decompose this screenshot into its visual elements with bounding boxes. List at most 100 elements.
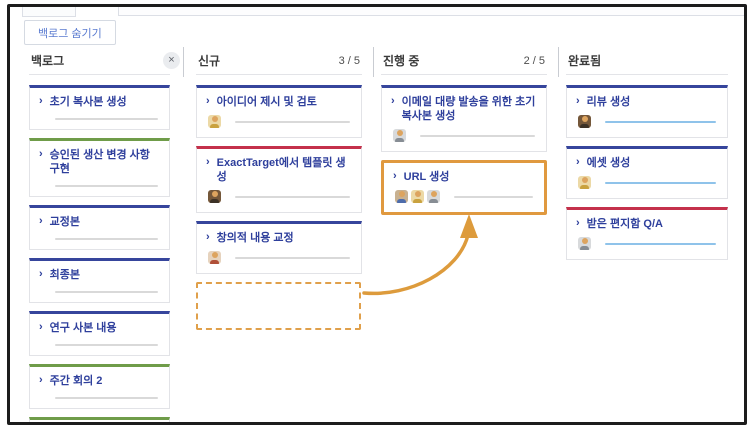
chevron-right-icon: › xyxy=(39,374,43,386)
card-footer xyxy=(393,129,537,142)
card-footer xyxy=(395,190,535,203)
card-footer xyxy=(578,115,718,128)
chevron-right-icon: › xyxy=(206,156,210,168)
column-divider xyxy=(558,47,559,77)
column-title: 완료됨 xyxy=(568,54,602,68)
progress-line xyxy=(235,256,350,259)
chevron-right-icon: › xyxy=(576,156,580,168)
card-footer xyxy=(208,251,352,264)
column-done: 완료됨 › 리뷰 생성 › 에셋 생성 › 받은 편지함 Q/A xyxy=(566,47,728,268)
person-gray-avatar xyxy=(578,237,591,250)
chevron-right-icon: › xyxy=(39,95,43,107)
column-new-card-list: › 아이디어 제시 및 검토 › ExactTarget에서 템플릿 생성 › 창의적 내… xyxy=(196,85,362,330)
card-title: 에셋 생성 xyxy=(586,157,631,169)
column-new-header: 신규 3 / 5 xyxy=(196,47,362,75)
progress-line xyxy=(55,397,158,399)
card-title: URL 생성 xyxy=(403,171,450,183)
progress-line xyxy=(235,120,350,123)
card[interactable]: › 아이디어 제시 및 검토 xyxy=(196,85,362,138)
card[interactable]: › 주간 회의 2 xyxy=(29,364,170,409)
cutoff-tab xyxy=(22,7,76,17)
hide-backlog-button[interactable]: 백로그 숨기기 xyxy=(24,20,116,45)
person-red-avatar xyxy=(208,251,221,264)
card-title: 최종본 xyxy=(49,269,81,281)
card-title: 받은 편지함 Q/A xyxy=(586,218,663,230)
progress-line xyxy=(605,181,716,184)
progress-line xyxy=(55,238,158,240)
chevron-right-icon: › xyxy=(39,321,43,333)
card[interactable]: › 에셋 생성 xyxy=(566,146,728,199)
column-done-header: 완료됨 xyxy=(566,47,728,75)
chevron-right-icon: › xyxy=(206,95,210,107)
card[interactable]: › 받은 편지함 Q/A xyxy=(566,207,728,260)
progress-line xyxy=(55,291,158,293)
backlog-header: 백로그 × xyxy=(29,47,180,75)
card-footer xyxy=(578,237,718,250)
card-title: 교정본 xyxy=(49,216,81,228)
card[interactable]: › 교정본 xyxy=(29,205,170,250)
chevron-right-icon: › xyxy=(576,95,580,107)
card[interactable]: › 초기 복사본 생성 xyxy=(29,85,170,130)
progress-line xyxy=(55,118,158,120)
column-count: 3 / 5 xyxy=(338,54,360,67)
progress-line xyxy=(605,242,716,245)
card[interactable]: › 리뷰 생성 xyxy=(566,85,728,138)
column-title: 신규 xyxy=(198,54,221,68)
person-dark-avatar xyxy=(578,115,591,128)
card[interactable]: ›주간 회의 1›주간 회의 1 xyxy=(29,417,170,422)
person-gold-avatar xyxy=(411,190,424,203)
card-title: 연구 사본 내용 xyxy=(49,322,117,334)
column-title: 진행 중 xyxy=(383,54,420,68)
chevron-right-icon: › xyxy=(393,170,397,182)
card[interactable]: › ExactTarget에서 템플릿 생성 xyxy=(196,146,362,213)
column-in-progress-header: 진행 중 2 / 5 xyxy=(381,47,547,75)
backlog-card-list: › 초기 복사본 생성 › 승인된 생산 변경 사항 구현 › 교정본 › 최종본 › 연구 사본… xyxy=(29,85,170,422)
card[interactable]: › 최종본 xyxy=(29,258,170,303)
progress-line xyxy=(420,134,535,137)
progress-line xyxy=(454,195,533,198)
chevron-right-icon: › xyxy=(39,268,43,280)
card[interactable]: › 승인된 생산 변경 사항 구현 xyxy=(29,138,170,197)
card-title: 창의적 내용 교정 xyxy=(216,232,294,244)
card-title: ExactTarget에서 템플릿 생성 xyxy=(216,157,346,183)
card-highlighted[interactable]: › URL 생성 xyxy=(381,160,547,215)
column-done-card-list: › 리뷰 생성 › 에셋 생성 › 받은 편지함 Q/A xyxy=(566,85,728,260)
backlog-title: 백로그 xyxy=(31,54,65,68)
chevron-right-icon: › xyxy=(39,215,43,227)
column-in-progress-card-list: › 이메일 대량 발송을 위한 초기 복사본 생성 › URL 생성 xyxy=(381,85,547,215)
card[interactable]: › 이메일 대량 발송을 위한 초기 복사본 생성 xyxy=(381,85,547,152)
cutoff-panel-edge xyxy=(118,7,744,16)
card-title: 이메일 대량 발송을 위한 초기 복사본 생성 xyxy=(401,96,536,122)
card-title: 리뷰 생성 xyxy=(586,96,631,108)
person-blue-avatar xyxy=(395,190,408,203)
card-title: 승인된 생산 변경 사항 구현 xyxy=(49,149,150,175)
chevron-right-icon: › xyxy=(39,148,43,160)
progress-line xyxy=(605,120,716,123)
card-dropzone[interactable] xyxy=(196,282,361,330)
card-title: 주간 회의 2 xyxy=(49,375,103,387)
column-divider xyxy=(183,47,184,77)
card-footer xyxy=(208,190,352,203)
progress-line xyxy=(55,344,158,346)
person-gray-avatar xyxy=(393,129,406,142)
card-title: 아이디어 제시 및 검토 xyxy=(216,96,317,108)
card-footer xyxy=(578,176,718,189)
app-window: 백로그 숨기기 백로그 × › 초기 복사본 생성 › 승인된 생산 변경 사항 구현… xyxy=(7,4,747,425)
chevron-right-icon: › xyxy=(206,231,210,243)
person-gold-avatar xyxy=(578,176,591,189)
person-gray-avatar xyxy=(427,190,440,203)
card[interactable]: › 창의적 내용 교정 xyxy=(196,221,362,274)
person-dark-avatar xyxy=(208,190,221,203)
backlog-panel: 백로그 × › 초기 복사본 생성 › 승인된 생산 변경 사항 구현 › 교정본 › 최종본… xyxy=(29,47,180,422)
person-gold-avatar xyxy=(208,115,221,128)
chevron-right-icon: › xyxy=(576,217,580,229)
chevron-right-icon: › xyxy=(391,95,395,107)
card-footer xyxy=(208,115,352,128)
column-count: 2 / 5 xyxy=(523,54,545,67)
card-title: 초기 복사본 생성 xyxy=(49,96,127,108)
close-icon[interactable]: × xyxy=(163,52,180,69)
card[interactable]: › 연구 사본 내용 xyxy=(29,311,170,356)
progress-line xyxy=(55,185,158,187)
column-divider xyxy=(373,47,374,77)
